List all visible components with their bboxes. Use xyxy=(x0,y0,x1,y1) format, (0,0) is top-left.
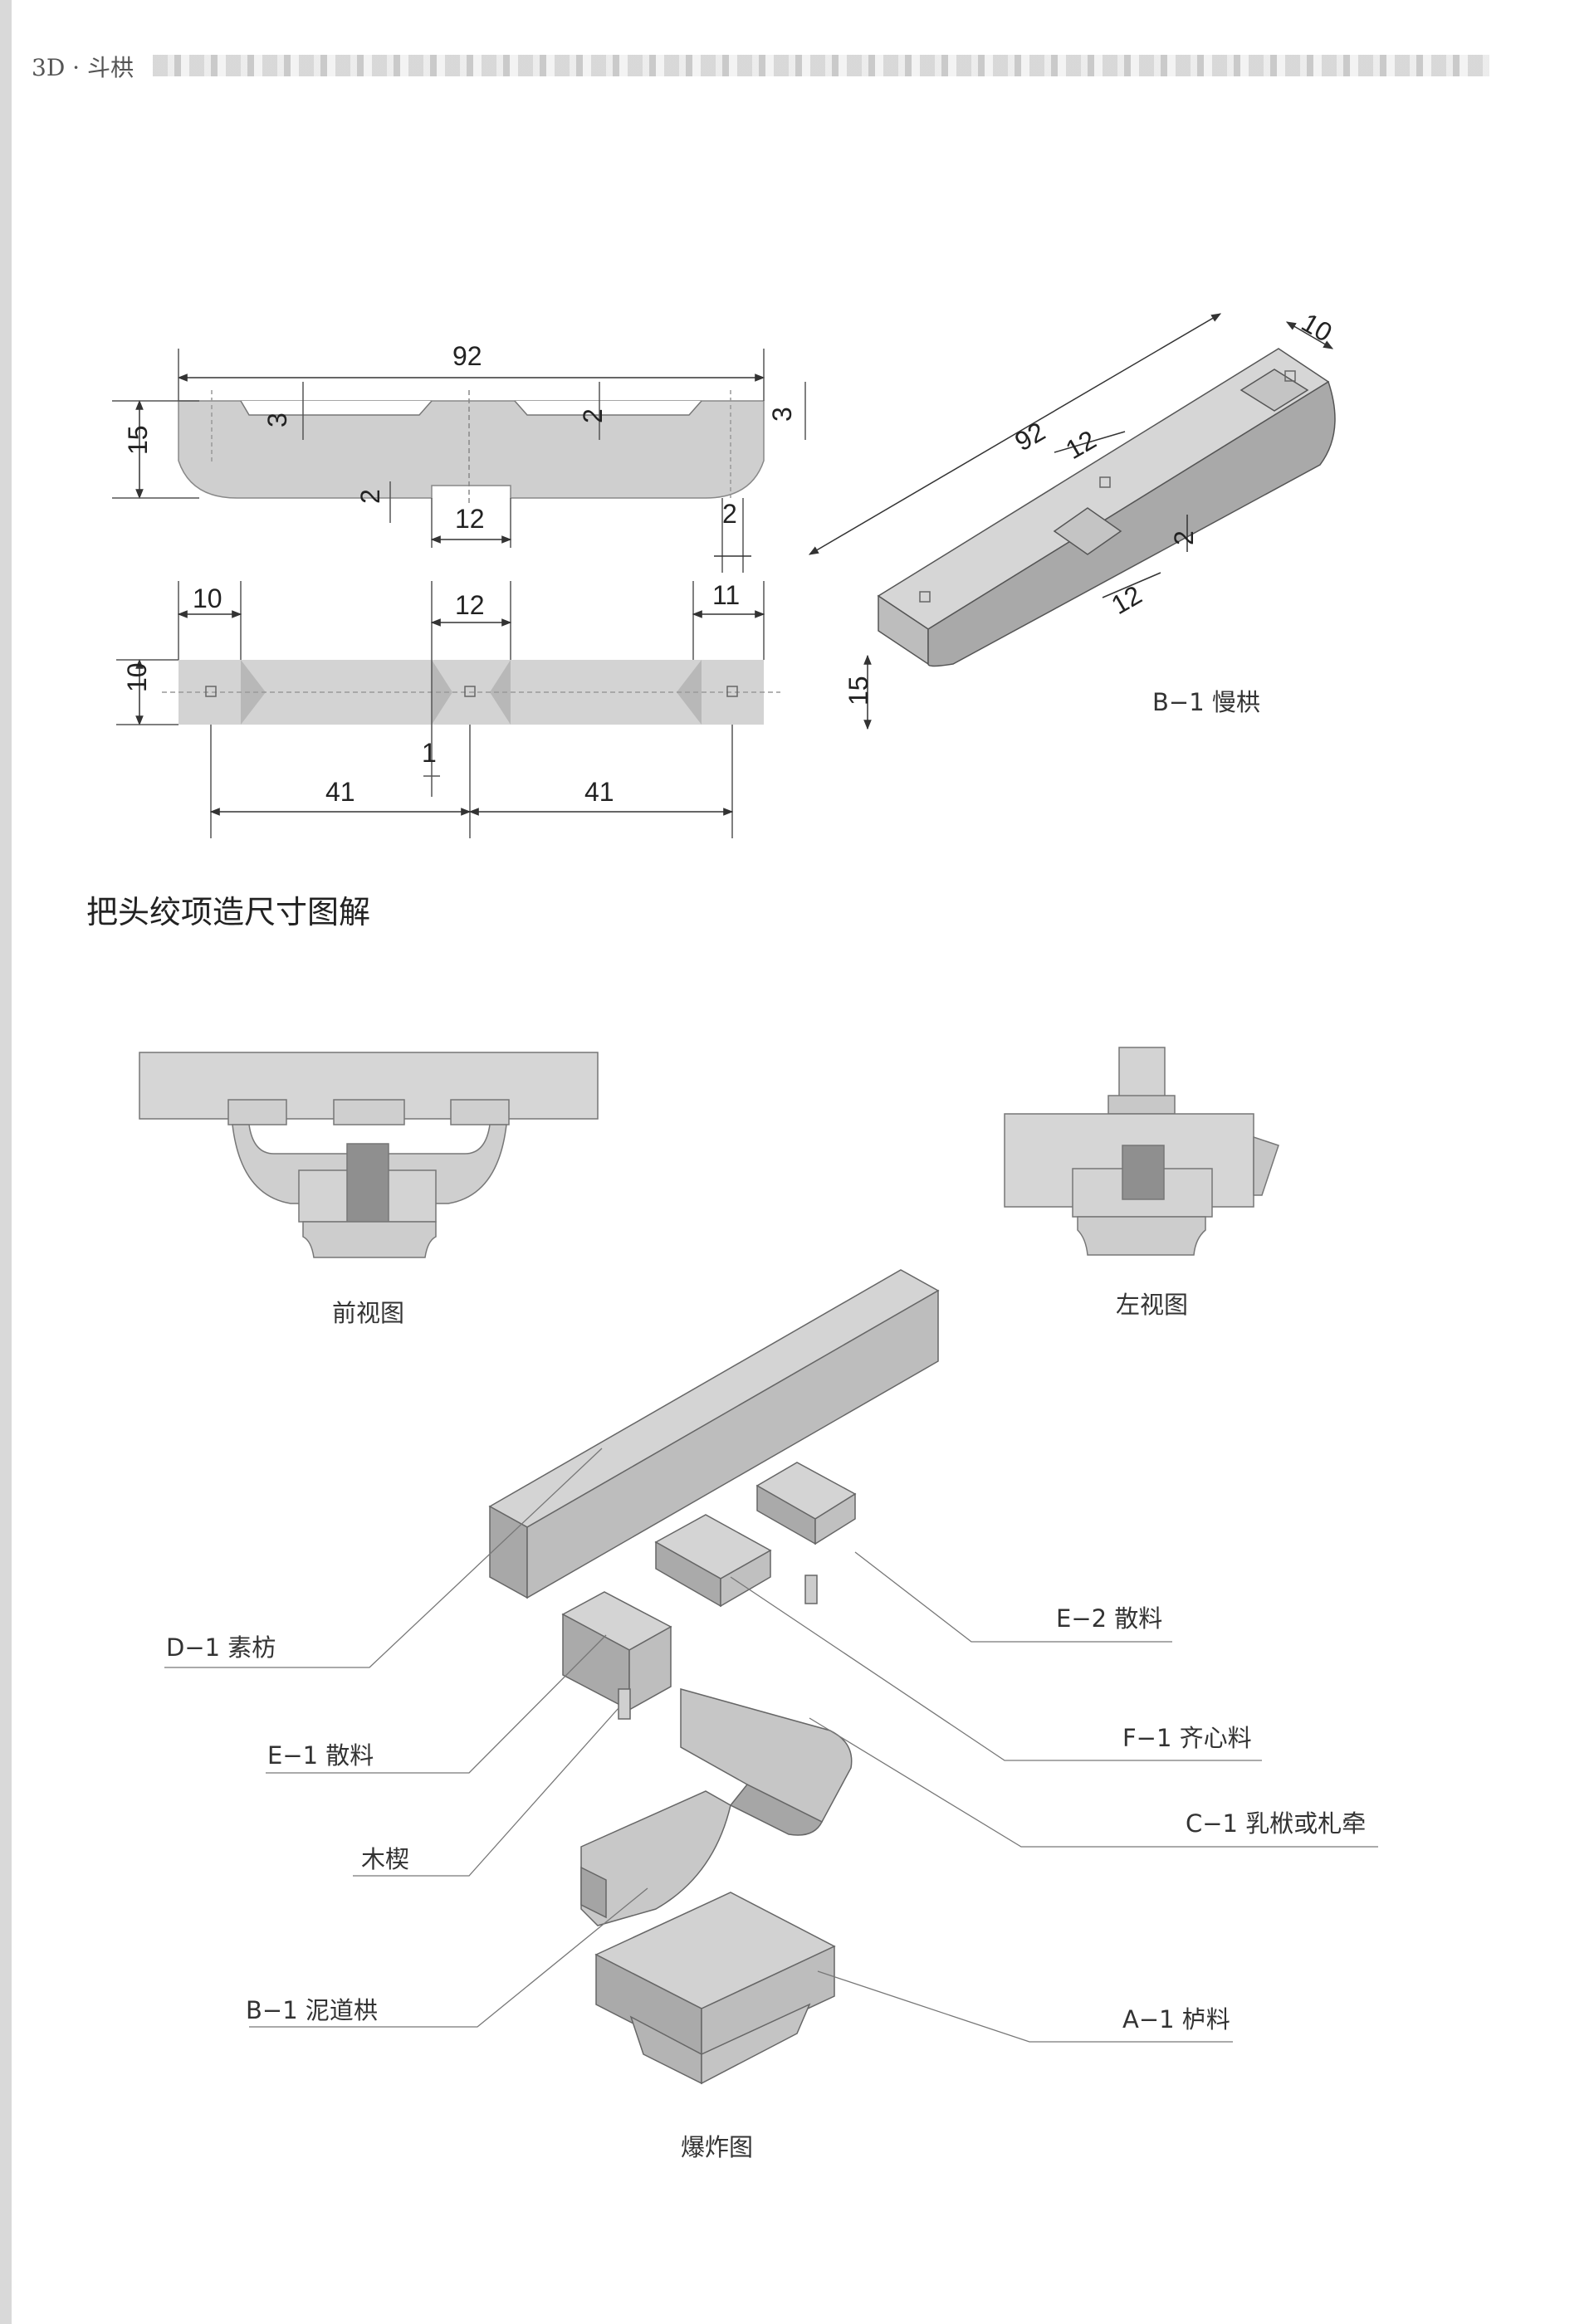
left-view xyxy=(1004,1047,1279,1256)
dim-iso-length: 92 xyxy=(1010,416,1050,456)
dim-iso-12a: 12 xyxy=(1061,424,1102,465)
elevation-upper-cut xyxy=(240,400,702,416)
plan-view xyxy=(116,581,780,838)
caption-front-view: 前视图 xyxy=(332,1299,404,1327)
dim-plan-right: 11 xyxy=(712,580,740,610)
label-a1: A−1 栌料 xyxy=(1122,2005,1230,2034)
label-c1: C−1 乳栿或札牵 xyxy=(1186,1809,1366,1838)
running-header: 3D · 斗栱 xyxy=(12,46,1498,85)
leader-lines xyxy=(164,1448,1378,2043)
dim-top-end: 2 xyxy=(722,499,737,529)
exploded-view xyxy=(488,1269,940,2085)
caption-exploded: 爆炸图 xyxy=(681,2133,753,2161)
dim-iso-height: 15 xyxy=(843,676,873,706)
elevation-body xyxy=(178,400,765,499)
elevation-view xyxy=(112,349,806,573)
label-d1: D−1 素枋 xyxy=(166,1633,276,1662)
isometric-b1 xyxy=(808,313,1336,730)
front-view xyxy=(139,1052,599,1258)
dim-plan-41-right: 41 xyxy=(584,777,614,807)
dim-top-cut-mid: 2 xyxy=(578,408,608,423)
caption-left-view: 左视图 xyxy=(1116,1291,1188,1319)
dim-iso-2: 2 xyxy=(1169,530,1199,545)
page-edge-strip xyxy=(0,0,12,2324)
dim-top-cut-left: 3 xyxy=(262,413,292,427)
dim-top-height: 15 xyxy=(123,425,153,455)
label-b1: B−1 泥道栱 xyxy=(246,1996,378,2024)
dim-top-notch-width: 12 xyxy=(455,504,485,534)
dim-plan-one: 1 xyxy=(422,738,437,768)
dim-plan-left: 10 xyxy=(193,583,222,613)
label-e1: E−1 散料 xyxy=(267,1741,374,1770)
dim-top-cut-right: 3 xyxy=(767,407,797,422)
dim-iso-12b: 12 xyxy=(1107,579,1147,620)
dim-iso-width: 10 xyxy=(1297,307,1337,348)
dim-plan-41-left: 41 xyxy=(325,777,355,807)
label-e2: E−2 散料 xyxy=(1056,1604,1162,1633)
caption-b1-mangong: B−1 慢栱 xyxy=(1152,688,1260,716)
header-texture xyxy=(153,55,1489,76)
label-mu: 木楔 xyxy=(361,1845,409,1873)
header-label: 3D · 斗栱 xyxy=(32,54,134,81)
section-title: 把头绞项造尺寸图解 xyxy=(86,894,371,930)
dim-top-length: 92 xyxy=(452,341,482,371)
dim-plan-mid: 12 xyxy=(455,590,485,620)
dim-top-notch-depth: 2 xyxy=(355,489,385,504)
dim-plan-width: 10 xyxy=(122,662,152,692)
label-f1: F−1 齐心料 xyxy=(1122,1724,1252,1752)
